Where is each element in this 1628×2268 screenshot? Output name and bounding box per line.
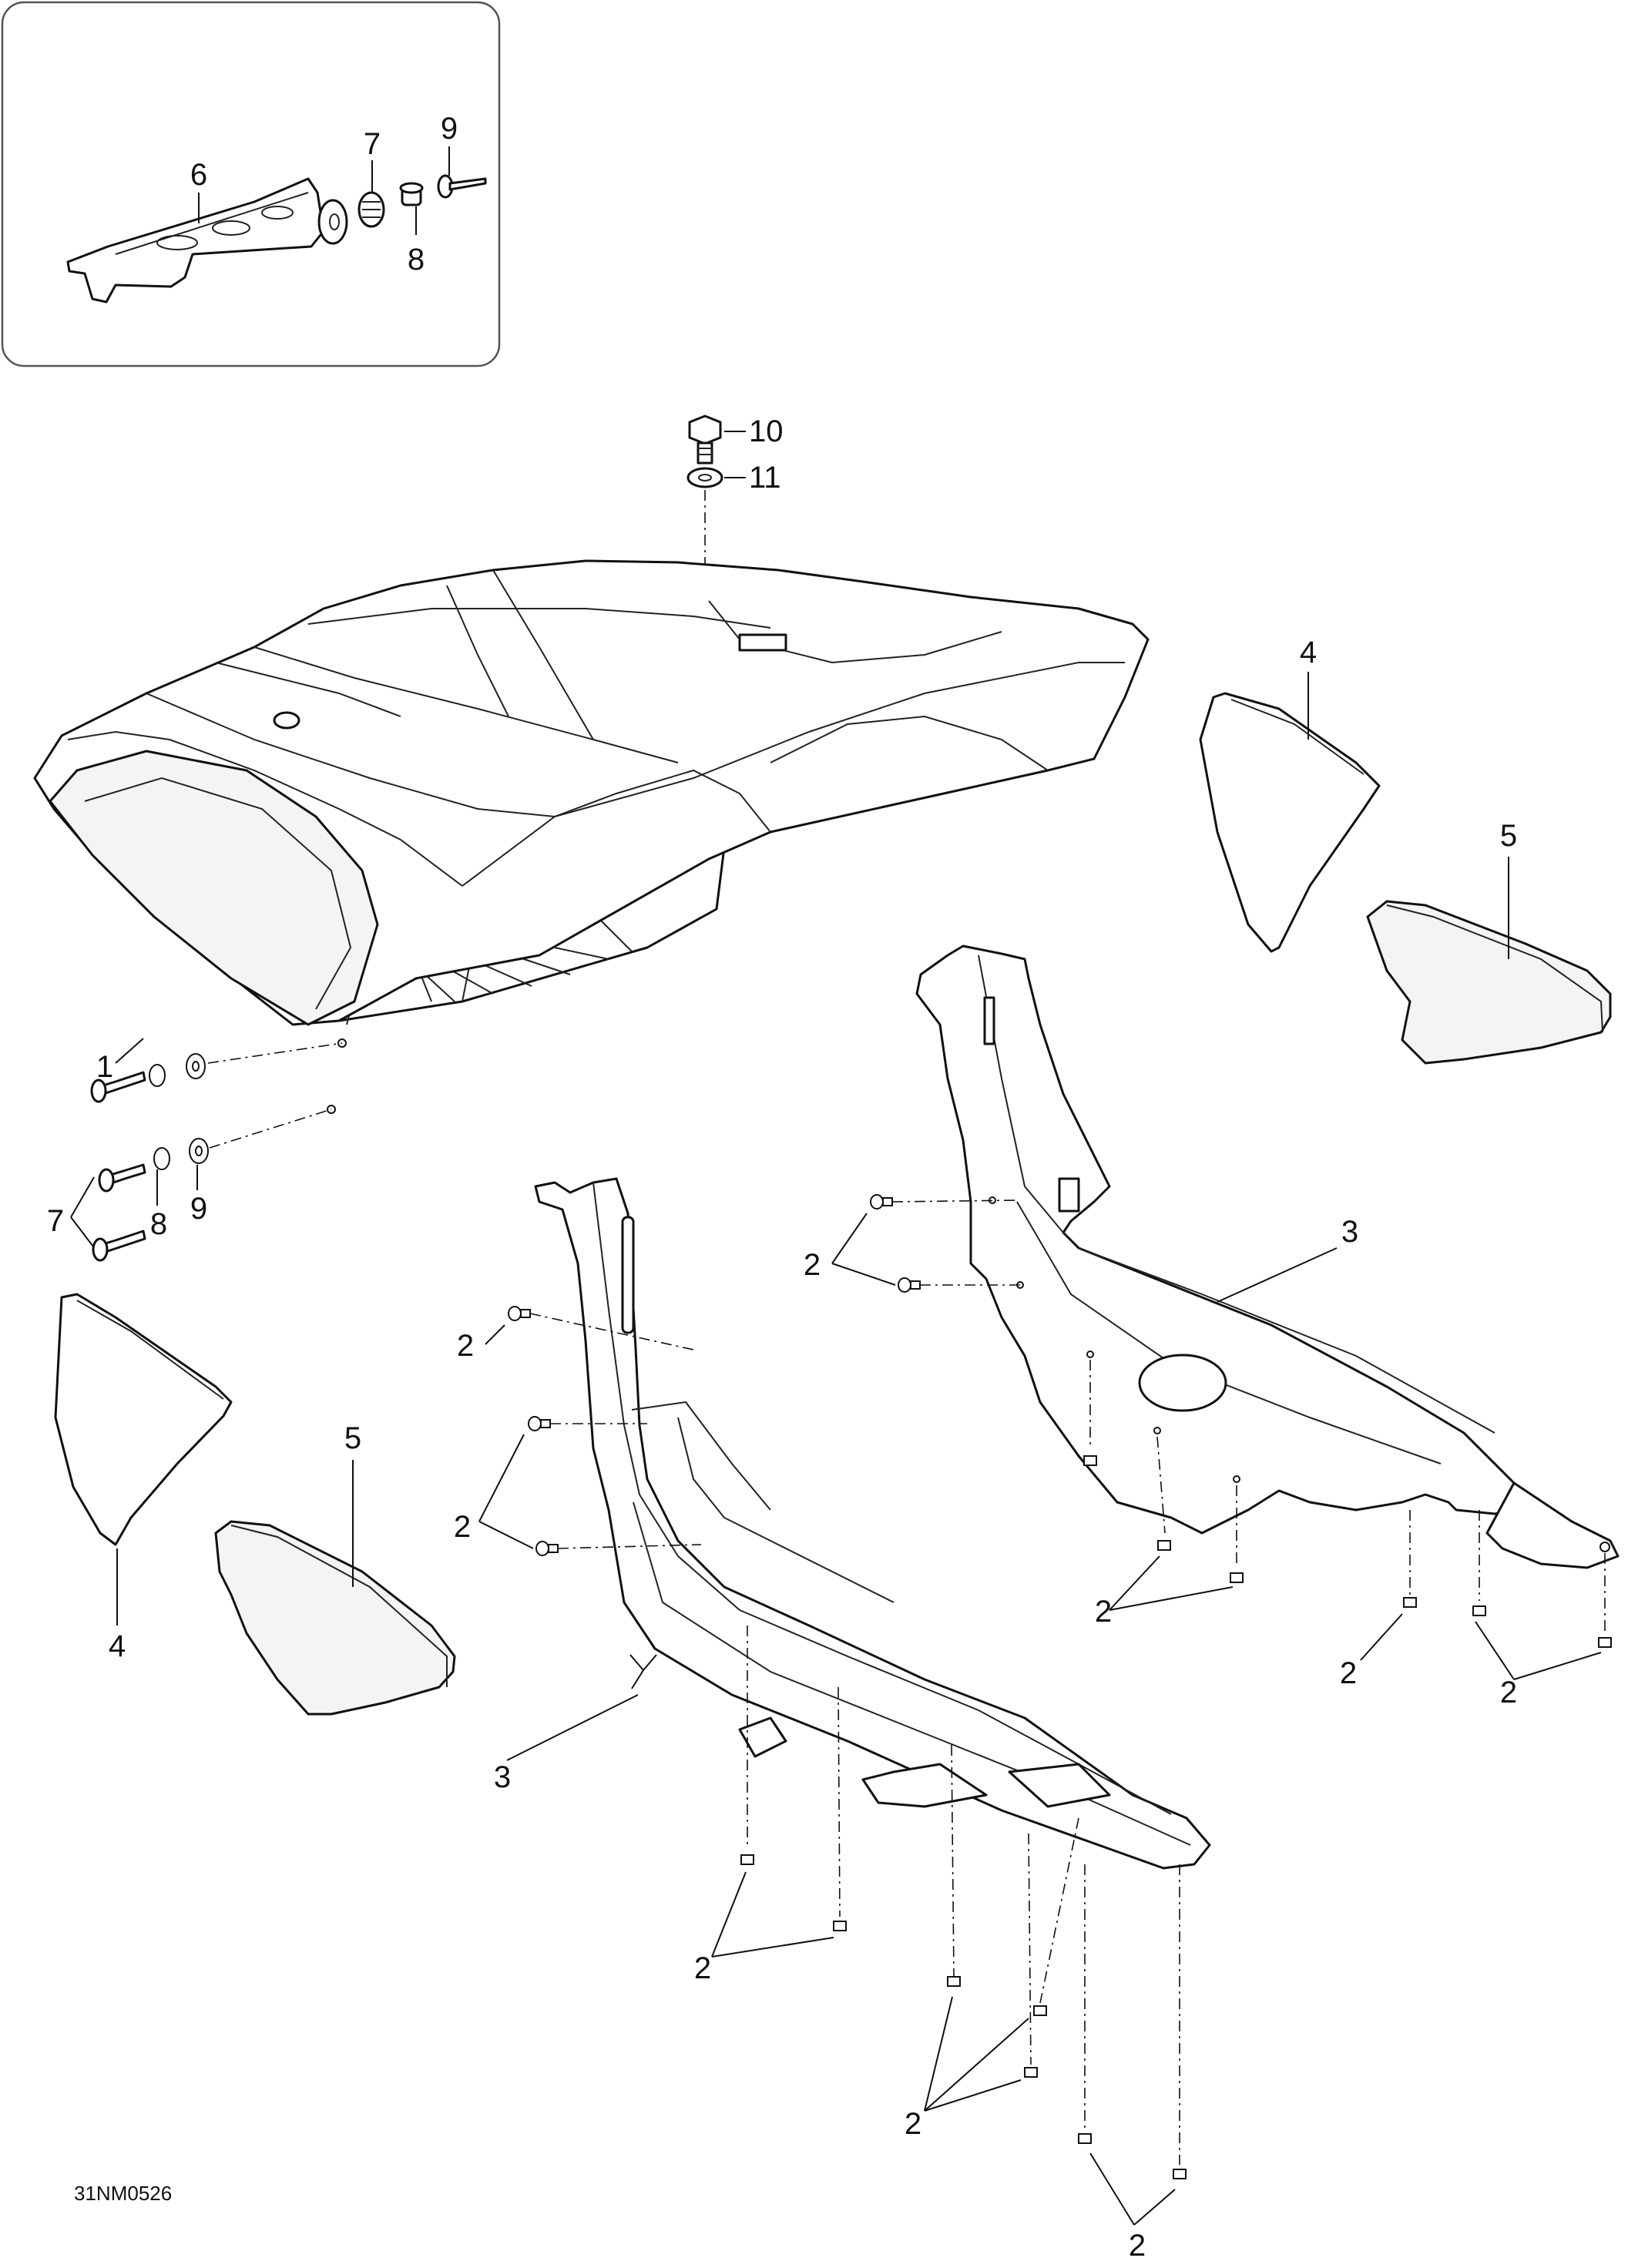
callout-2-b: 2 <box>1095 1595 1112 1629</box>
callout-7-left: 7 <box>47 1204 64 1238</box>
callout-3-left: 3 <box>494 1760 511 1794</box>
callout-2-c: 2 <box>1340 1656 1357 1690</box>
callout-6: 6 <box>190 158 207 192</box>
seat-pad-right: 5 <box>1366 819 1612 1065</box>
right-rail-screws: 2 2 2 2 <box>804 1194 1612 1709</box>
screw-icon <box>898 1277 921 1293</box>
callout-3-right: 3 <box>1341 1215 1358 1249</box>
callout-9: 9 <box>441 112 458 146</box>
grommet-part <box>357 191 385 228</box>
callout-5-right: 5 <box>1500 819 1517 853</box>
callout-8: 8 <box>408 243 425 277</box>
callout-10: 10 <box>749 414 784 448</box>
storage-cover-part: 1 <box>33 559 1150 1114</box>
spacer-part <box>399 182 424 206</box>
callout-4-left: 4 <box>109 1629 126 1663</box>
callout-8-left: 8 <box>150 1207 167 1241</box>
pin-part <box>437 174 487 199</box>
callout-1: 1 <box>96 1050 113 1084</box>
callout-2-h: 2 <box>905 2107 921 2141</box>
callout-2-f: 2 <box>454 1510 471 1544</box>
callout-2-g: 2 <box>694 1951 711 1985</box>
callout-5-left: 5 <box>344 1421 361 1455</box>
reference-code: 31NM0526 <box>74 2182 172 2205</box>
callout-2-d: 2 <box>1500 1676 1517 1709</box>
side-panel-right: 4 <box>1199 636 1381 953</box>
inset-detail: 6 7 8 9 <box>1 1 501 367</box>
side-fasteners: 7 8 9 <box>47 1042 343 1262</box>
callout-2-a: 2 <box>804 1248 821 1282</box>
callout-9-left: 9 <box>190 1192 207 1226</box>
callout-2-e: 2 <box>457 1329 474 1363</box>
seat-pad-left: 5 <box>214 1421 456 1716</box>
rail-left-part: 3 <box>494 1177 1211 1870</box>
bracket-part <box>66 177 348 304</box>
screw-icon <box>508 1306 531 1321</box>
callout-11: 11 <box>749 461 781 495</box>
side-panel-left: 4 <box>54 1293 233 1663</box>
screw-icon <box>528 1416 551 1431</box>
left-rail-screws: 2 2 2 2 2 <box>454 1306 1187 2263</box>
callout-7: 7 <box>364 127 381 161</box>
screw-icon <box>535 1541 559 1556</box>
callout-2-i: 2 <box>1129 2229 1146 2263</box>
callout-4-right: 4 <box>1300 636 1317 669</box>
screw-icon <box>870 1194 893 1209</box>
rail-right-part: 3 <box>915 944 1620 1569</box>
